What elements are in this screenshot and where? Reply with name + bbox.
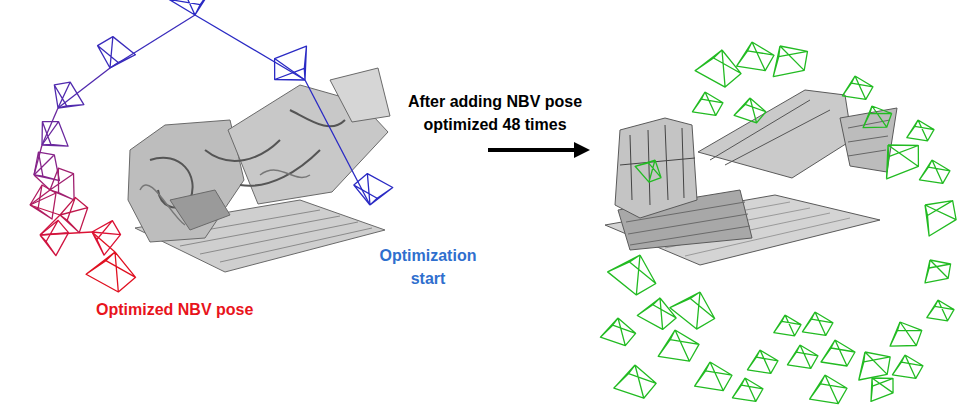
camera-frustum	[633, 153, 667, 186]
camera-frustum	[821, 340, 855, 366]
camera-frustum	[605, 245, 664, 300]
camera-frustum	[737, 42, 774, 71]
camera-frustum	[91, 32, 138, 75]
transition-arrow	[488, 148, 576, 152]
camera-frustum	[658, 330, 699, 361]
rough-mesh	[128, 68, 390, 272]
camera-frustum	[30, 185, 56, 219]
camera-frustum	[47, 166, 79, 204]
camera-frustum	[84, 245, 141, 295]
transition-arrow	[488, 142, 590, 158]
camera-frustum	[667, 283, 722, 334]
camera-trajectory	[92, 232, 115, 252]
camera-frustum	[918, 254, 955, 286]
camera-frustum	[695, 362, 732, 391]
camera-frustum	[636, 293, 681, 333]
rough-mesh	[330, 68, 390, 122]
camera-frustum	[764, 38, 813, 81]
camera-frustum	[927, 300, 954, 321]
transition-note: After adding NBV pose optimized 48 times	[375, 90, 615, 136]
refined-mesh	[698, 90, 852, 178]
camera-frustum	[613, 362, 659, 400]
refined-mesh	[615, 118, 697, 218]
rough-mesh	[150, 110, 345, 207]
camera-frustum	[27, 0, 394, 296]
camera-frustum	[919, 160, 950, 183]
camera-frustum	[32, 115, 72, 157]
camera-frustum	[693, 44, 746, 91]
camera-frustum	[774, 315, 801, 336]
camera-frustum	[734, 96, 768, 124]
camera-frustum	[600, 316, 638, 348]
camera-frustum	[810, 375, 847, 404]
camera-frustum	[27, 147, 63, 188]
camera-frustum	[732, 378, 763, 401]
camera-trajectory	[58, 68, 110, 108]
camera-trajectory	[30, 15, 370, 252]
camera-frustum	[600, 38, 964, 405]
camera-frustum	[45, 76, 87, 119]
start-label: Optimization start	[372, 244, 484, 290]
rough-mesh	[128, 120, 244, 242]
camera-frustum	[85, 215, 125, 257]
camera-frustum	[912, 190, 963, 240]
camera-frustum	[692, 92, 723, 115]
camera-frustum	[860, 103, 894, 131]
camera-frustum	[169, 0, 213, 15]
camera-frustum	[842, 76, 873, 99]
camera-frustum	[349, 171, 394, 211]
camera-frustum	[747, 350, 778, 373]
result-label: Optimized NBV pose	[96, 298, 296, 321]
refined-mesh	[605, 90, 897, 265]
refined-mesh	[710, 100, 830, 165]
camera-frustum	[802, 312, 833, 335]
camera-frustum	[886, 319, 924, 351]
refined-mesh	[848, 120, 890, 156]
camera-trajectory	[305, 80, 370, 205]
camera-frustum	[58, 195, 90, 233]
camera-trajectory	[195, 15, 305, 80]
transition-arrow	[574, 142, 590, 158]
camera-frustum	[35, 216, 71, 257]
camera-frustum	[907, 120, 934, 141]
camera-frustum	[787, 345, 818, 368]
rough-mesh	[170, 190, 230, 230]
camera-frustum	[266, 42, 321, 93]
camera-frustum	[892, 355, 923, 378]
refined-mesh	[620, 125, 695, 205]
